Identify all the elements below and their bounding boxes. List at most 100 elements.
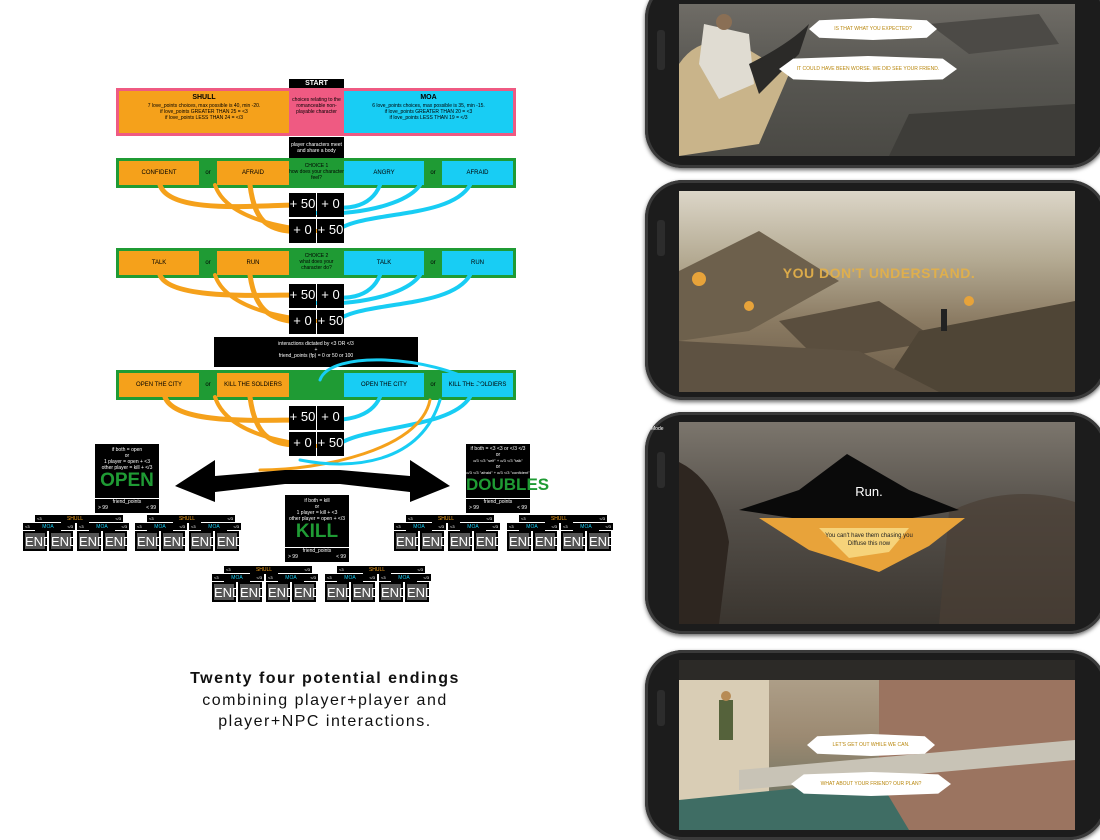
shull-title: SHULL bbox=[192, 94, 216, 101]
end-box: END bbox=[420, 531, 449, 551]
fp-p0: + 0 bbox=[289, 310, 316, 334]
caption: Twenty four potential endings combining … bbox=[150, 668, 500, 732]
choice1-or-right: or bbox=[424, 161, 442, 185]
end-box: END bbox=[266, 582, 295, 602]
fp-p50: + 50 bbox=[317, 310, 344, 334]
kill-cond-2: or bbox=[314, 504, 320, 510]
npc-frame bbox=[116, 88, 516, 136]
shull-tag: SHULL bbox=[432, 515, 460, 523]
phone-2-text: YOU DON'T UNDERSTAND. bbox=[782, 265, 976, 281]
double-arrow bbox=[175, 460, 450, 502]
end-box: END bbox=[379, 582, 408, 602]
end-box: END bbox=[507, 531, 536, 551]
fp-set-2: + 50 + 0 + 0 + 50 bbox=[289, 284, 344, 336]
moa-title: MOA bbox=[420, 94, 437, 101]
end-box: END bbox=[215, 531, 244, 551]
choice1-left-b: AFRAID bbox=[217, 161, 289, 185]
kill-cond-1: if both = kill bbox=[304, 498, 330, 504]
phone-3-mode-label: Mode bbox=[651, 426, 664, 432]
choice1-left-a: CONFIDENT bbox=[119, 161, 199, 185]
interactions-line-3: friend_points (fp) = 0 or 50 or 100 bbox=[278, 353, 354, 359]
moa-tag: MOA bbox=[391, 574, 417, 582]
shull-line-2: if love_points GREATER THAN 25 = <3 bbox=[160, 109, 248, 115]
doubles-title: DOUBLES bbox=[466, 475, 550, 494]
ending-open-box: if both = open or 1 player = open + <3 o… bbox=[95, 444, 159, 498]
choice2-or-right: or bbox=[424, 251, 442, 275]
choice2-right-b: RUN bbox=[442, 251, 513, 275]
open-cond-4: other player = kill + </3 bbox=[101, 465, 153, 471]
choice2-left-b-label: RUN bbox=[246, 260, 260, 266]
shull-box: SHULL 7 love_points choices, max possibl… bbox=[119, 91, 289, 133]
phone-2-art bbox=[679, 231, 1075, 392]
choice1-right-a-label: ANGRY bbox=[373, 170, 395, 176]
phone-3-art bbox=[679, 454, 1075, 624]
end-box: END bbox=[405, 582, 434, 602]
broken-heart-label: </3 bbox=[419, 574, 431, 581]
moa-tag: MOA bbox=[35, 523, 61, 531]
broken-heart-label: </3 bbox=[252, 574, 264, 581]
fp-p50: + 50 bbox=[289, 284, 316, 308]
fp-p50: + 50 bbox=[317, 432, 344, 456]
doubles-cond-2: or bbox=[495, 452, 501, 458]
fp-set-1: + 50 + 0 + 0 + 50 bbox=[289, 193, 344, 245]
choice2-row bbox=[116, 248, 516, 278]
moa-tag: MOA bbox=[573, 523, 599, 531]
choice3-or-right: or bbox=[424, 373, 442, 397]
phone-1-bubble-2: IT COULD HAVE BEEN WORSE. WE DID SEE YOU… bbox=[779, 56, 957, 82]
choice2-left-a-label: TALK bbox=[151, 260, 167, 266]
choice2-center: CHOICE 2 what does your character do? bbox=[289, 251, 344, 275]
kill-friend-points: friend_points > 99< 99 bbox=[285, 548, 349, 562]
moa-tag: MOA bbox=[224, 574, 250, 582]
phone-4-bubble-2: WHAT ABOUT YOUR FRIEND? OUR PLAN? bbox=[791, 772, 951, 796]
moa-tag: MOA bbox=[337, 574, 363, 582]
choice3-row bbox=[116, 370, 516, 400]
end-box: END bbox=[448, 531, 477, 551]
phone-3: Mode Run. You can't have them chasing yo… bbox=[645, 412, 1100, 634]
phone-2-screen: YOU DON'T UNDERSTAND. bbox=[679, 191, 1075, 392]
shull-tag: SHULL bbox=[61, 515, 89, 523]
end-box: END bbox=[325, 582, 354, 602]
choice2-left-b: RUN bbox=[217, 251, 289, 275]
choice3-left-a: OPEN THE CITY bbox=[119, 373, 199, 397]
or-label: or bbox=[430, 260, 436, 266]
kill-title: KILL bbox=[295, 521, 339, 542]
doubles-friend-points: friend_points > 99< 99 bbox=[466, 499, 530, 513]
end-box: END bbox=[103, 531, 132, 551]
interactions-line-2: + bbox=[314, 347, 318, 353]
phone-4-screen: LET'S GET OUT WHILE WE CAN. WHAT ABOUT Y… bbox=[679, 660, 1075, 830]
phone-4: LET'S GET OUT WHILE WE CAN. WHAT ABOUT Y… bbox=[645, 650, 1100, 840]
open-friend-points: friend_points > 99< 99 bbox=[95, 499, 159, 513]
meet-label: player characters meet and share a body bbox=[289, 137, 344, 159]
lt99-label: < 99 bbox=[517, 505, 527, 511]
end-box: END bbox=[561, 531, 590, 551]
lt99-label: < 99 bbox=[146, 505, 156, 511]
end-box: END bbox=[212, 582, 241, 602]
phone-side-button bbox=[657, 452, 665, 488]
interactions-line-1: interactions dictated by <3 OR </3 bbox=[278, 341, 354, 347]
caption-line-1: Twenty four potential endings bbox=[190, 670, 460, 687]
moa-tag: MOA bbox=[278, 574, 304, 582]
start-label: START bbox=[289, 79, 344, 89]
open-cond-1: if both = open bbox=[111, 447, 143, 453]
phone-3-title: Run. bbox=[855, 484, 883, 499]
interactions-box: interactions dictated by <3 OR </3 + fri… bbox=[214, 337, 418, 367]
choice3-or-left: or bbox=[199, 373, 217, 397]
choice1-right-a: ANGRY bbox=[344, 161, 424, 185]
gt99-label: > 99 bbox=[288, 554, 298, 560]
phone-1-screen: IS THAT WHAT YOU EXPECTED? IT COULD HAVE… bbox=[679, 4, 1075, 156]
moa-tag: MOA bbox=[406, 523, 432, 531]
phone-1-art bbox=[679, 14, 1075, 156]
broken-heart-label: </3 bbox=[365, 574, 377, 581]
end-box: END bbox=[135, 531, 164, 551]
broken-heart-label: </3 bbox=[488, 523, 500, 530]
end-box: END bbox=[533, 531, 562, 551]
end-box: END bbox=[238, 582, 267, 602]
or-label: or bbox=[430, 382, 436, 388]
fp-p0: + 0 bbox=[317, 406, 344, 430]
end-box: END bbox=[49, 531, 78, 551]
phone-4-bubble-1: LET'S GET OUT WHILE WE CAN. bbox=[807, 734, 935, 756]
shull-line-3: if love_points LESS THAN 24 = </3 bbox=[164, 115, 243, 121]
lt99-label: < 99 bbox=[336, 554, 346, 560]
broken-heart-label: </3 bbox=[223, 515, 235, 522]
end-box: END bbox=[394, 531, 423, 551]
